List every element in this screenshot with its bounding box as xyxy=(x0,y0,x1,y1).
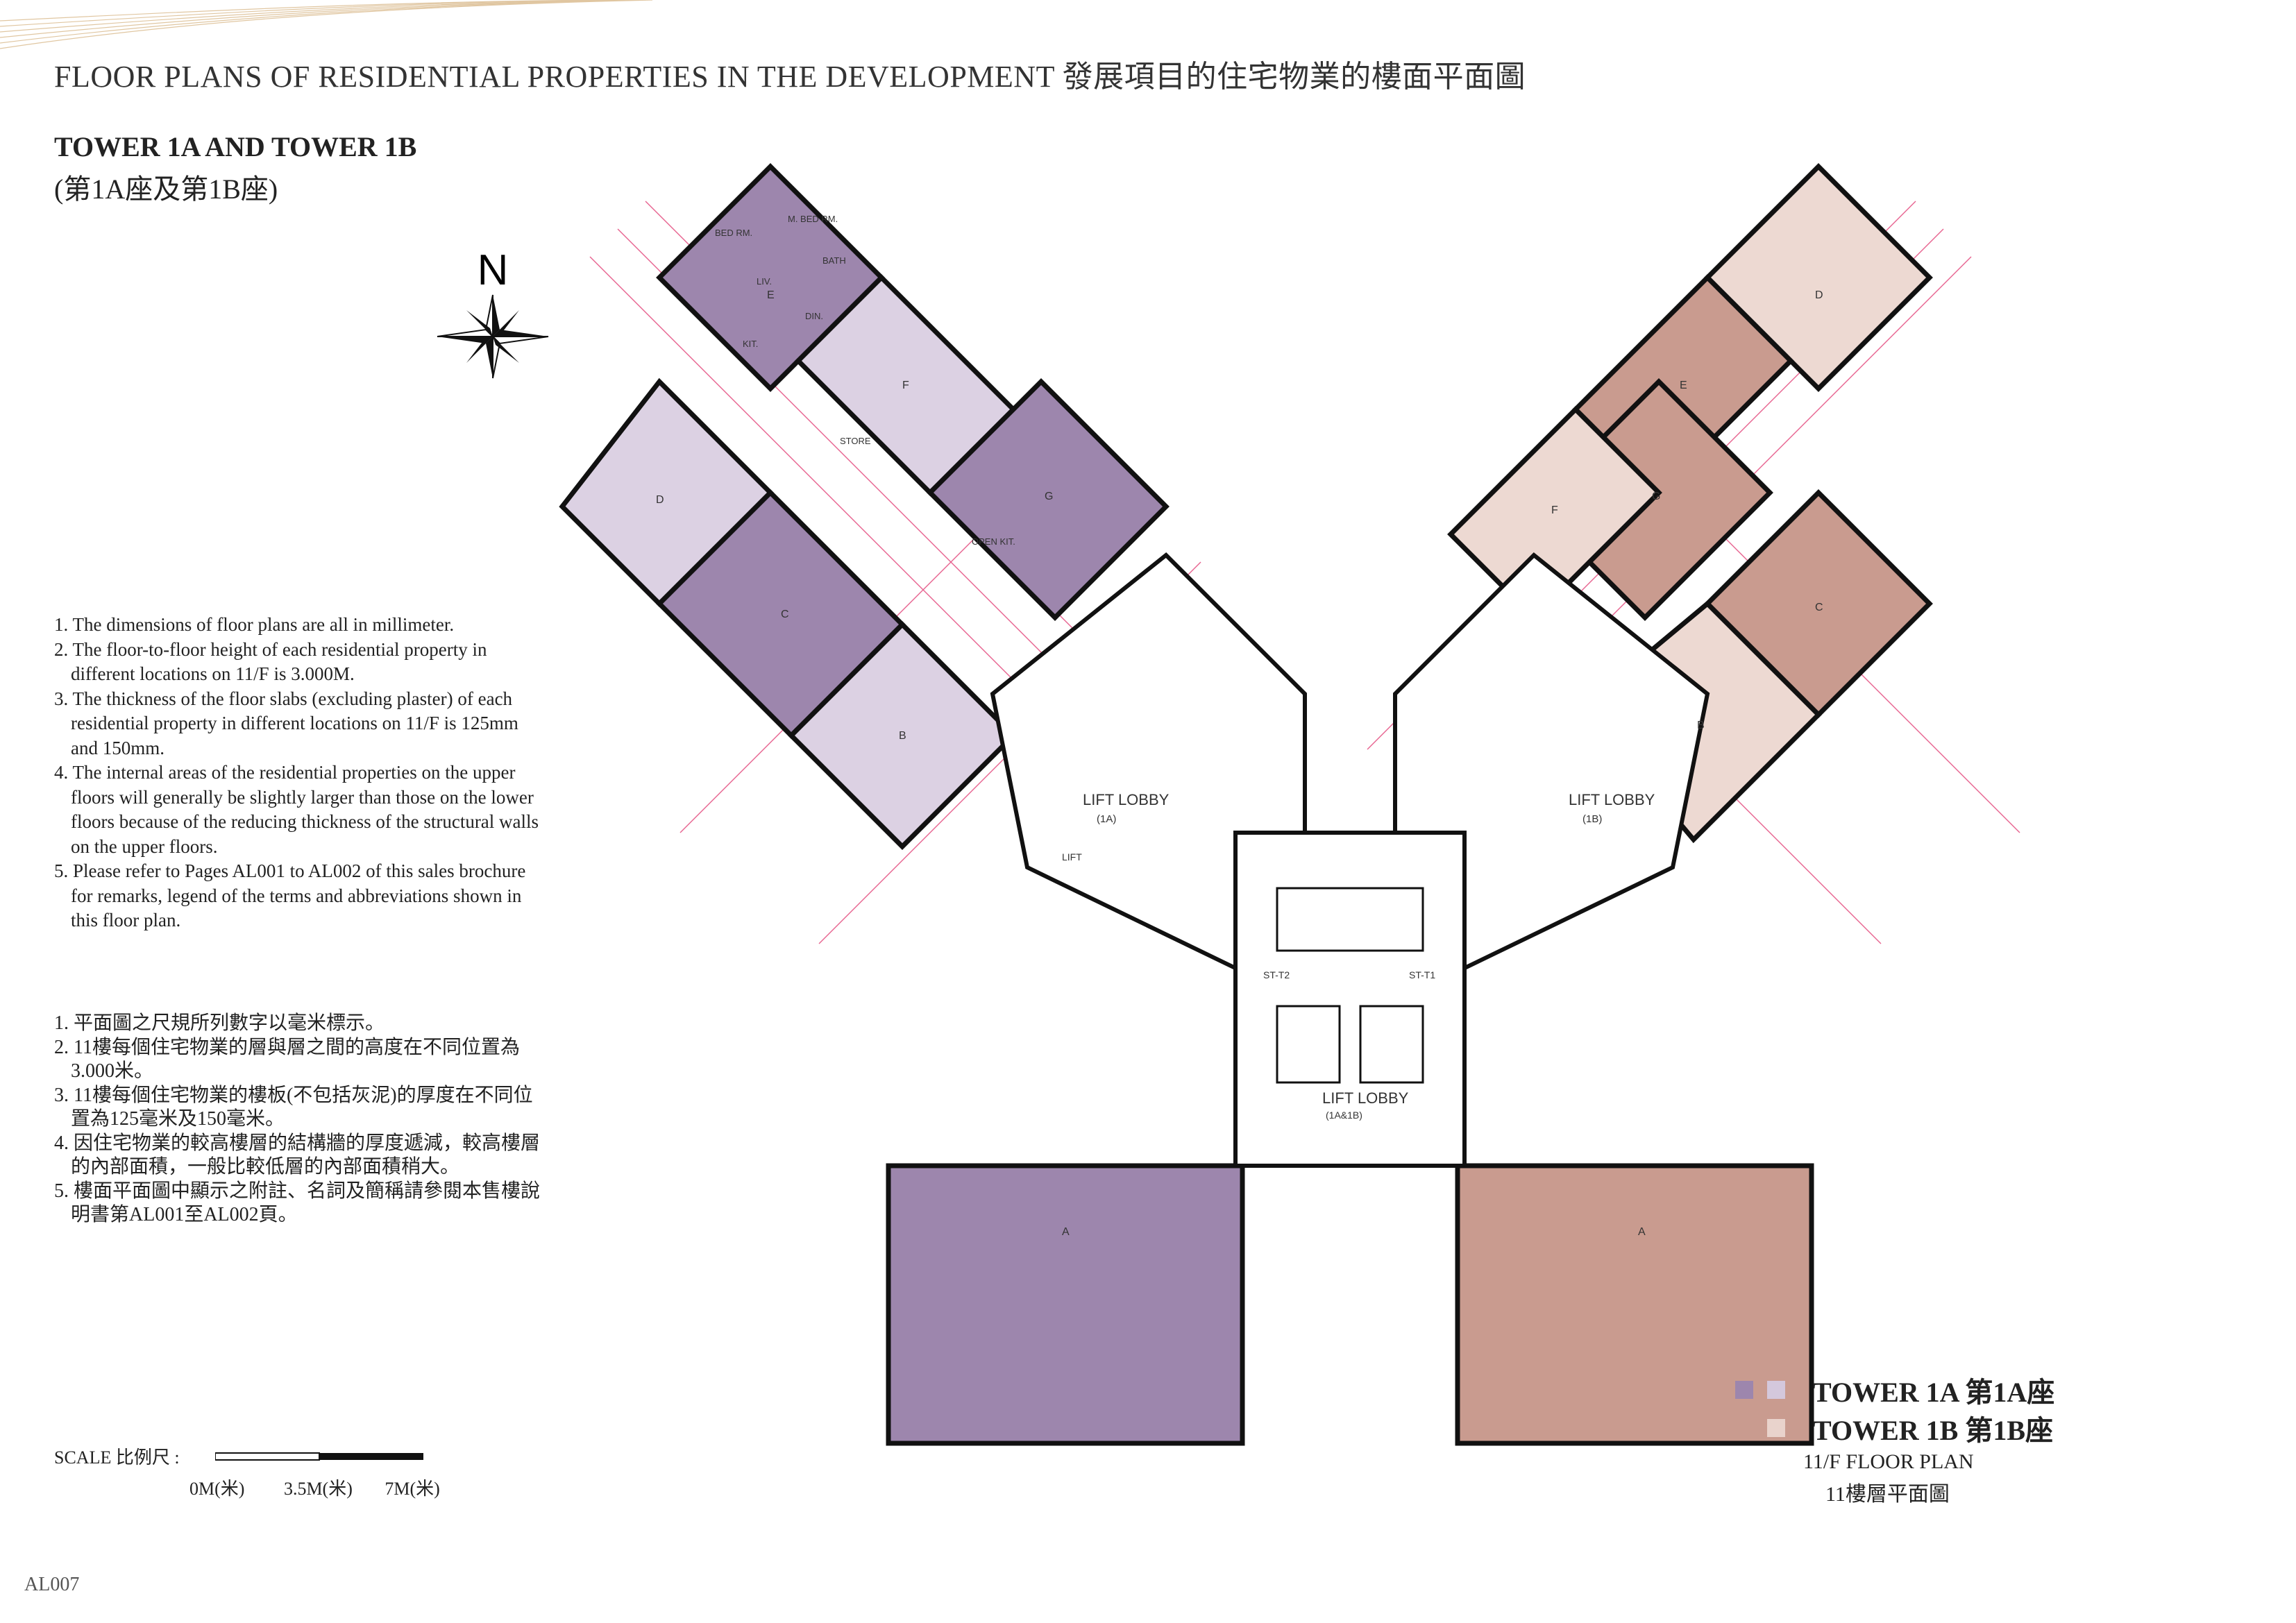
notes-english: 1. The dimensions of floor plans are all… xyxy=(54,613,540,933)
label-kit: KIT. xyxy=(743,339,758,349)
lobby-core-tag: (1A&1B) xyxy=(1326,1110,1362,1121)
lobby-core-label: LIFT LOBBY xyxy=(1322,1089,1409,1107)
tag-1a-d: D xyxy=(656,494,664,506)
legend-label-1a: TOWER 1A 第1A座 xyxy=(1813,1376,2055,1408)
lobby-labels: LIFT LOBBY (1A) LIFT LOBBY (1B) LIFT LOB… xyxy=(1062,791,1655,1121)
legend-swatch-1b-dark xyxy=(1735,1418,1753,1437)
lobby-1b-label: LIFT LOBBY xyxy=(1569,791,1655,808)
legend-item-tower-1a: TOWER 1A 第1A座 xyxy=(1735,1370,2054,1409)
floor-plan-title-chinese: 11樓層平面圖 xyxy=(1825,1483,1950,1506)
tag-1b-a: A xyxy=(1638,1226,1646,1238)
label-bath: BATH xyxy=(822,255,846,266)
legend-swatch-1a-light xyxy=(1767,1380,1785,1399)
note-cn-3: 3. 11樓每個住宅物業的樓板(不包括灰泥)的厚度在不同位置為125毫米及150… xyxy=(54,1084,533,1130)
tag-1a-g: G xyxy=(1045,491,1053,502)
room-labels: LIV. M. BED RM. KIT. DIN. BATH BED RM. S… xyxy=(715,214,1015,547)
unit-1a-a xyxy=(886,1163,1245,1446)
label-store: STORE xyxy=(840,436,871,446)
lift-label: LIFT xyxy=(1062,851,1082,863)
tag-1b-e: E xyxy=(1680,380,1687,391)
floor-plan-title: 11/F FLOOR PLAN xyxy=(1803,1450,1974,1473)
note-en-1: 1. The dimensions of floor plans are all… xyxy=(54,614,455,635)
tower-1a-plan xyxy=(559,163,1245,1446)
tower-heading: TOWER 1A AND TOWER 1B xyxy=(54,131,417,162)
legend: TOWER 1A 第1A座 TOWER 1B 第1B座 xyxy=(1735,1370,2054,1447)
unit-tags-1b: D E F G C B A xyxy=(1551,289,1823,1238)
decorative-swoosh xyxy=(0,0,653,49)
tag-1b-g: G xyxy=(1652,491,1660,502)
tag-1a-c: C xyxy=(781,609,789,620)
central-core xyxy=(990,552,1710,1168)
scale-tick-7: 7M(米) xyxy=(385,1479,440,1499)
note-cn-5: 5. 樓面平面圖中顯示之附註、名詞及簡稱請參閱本售樓說明書第AL001至AL00… xyxy=(54,1180,541,1226)
tag-1b-b: B xyxy=(1697,720,1705,731)
scale-bar: SCALE 比例尺 : 0M(米) 3.5M(米) 7M(米) xyxy=(54,1443,440,1499)
scale-label: SCALE 比例尺 : xyxy=(54,1447,180,1468)
page-title: FLOOR PLANS OF RESIDENTIAL PROPERTIES IN… xyxy=(54,60,1526,94)
note-cn-4: 4. 因住宅物業的較高樓層的結構牆的厚度遞減，較高樓層的內部面積，一般比較低層的… xyxy=(54,1132,541,1178)
legend-label-1b: TOWER 1B 第1B座 xyxy=(1813,1414,2053,1446)
compass-north-label: N xyxy=(478,246,509,294)
notes-chinese: 1. 平面圖之尺規所列數字以毫米標示。 2. 11樓每個住宅物業的層與層之間的高… xyxy=(54,1012,540,1227)
unit-tags-1a: E F G D C B A xyxy=(656,289,1070,1238)
label-bed: BED RM. xyxy=(715,228,752,238)
tag-1a-e: E xyxy=(767,289,775,301)
scale-tick-0: 0M(米) xyxy=(189,1479,245,1499)
stair-label-2: ST-T1 xyxy=(1409,969,1435,980)
tag-1a-b: B xyxy=(899,730,906,742)
floor-plan-drawing: LIV. M. BED RM. KIT. DIN. BATH BED RM. S… xyxy=(559,163,2020,1446)
note-cn-1: 1. 平面圖之尺規所列數字以毫米標示。 xyxy=(54,1012,385,1034)
scale-tick-35: 3.5M(米) xyxy=(283,1479,353,1499)
unit-1b-a xyxy=(1455,1163,1814,1446)
label-din: DIN. xyxy=(805,311,823,321)
stair-label-1: ST-T2 xyxy=(1263,969,1290,980)
lobby-1b-tag: (1B) xyxy=(1582,813,1602,825)
note-en-5: 5. Please refer to Pages AL001 to AL002 … xyxy=(54,860,526,931)
note-en-2: 2. The floor-to-floor height of each res… xyxy=(54,638,487,685)
label-liv: LIV. xyxy=(757,276,772,287)
label-open-kit: OPEN KIT. xyxy=(972,536,1015,547)
legend-swatch-1b-light xyxy=(1767,1418,1785,1437)
note-en-3: 3. The thickness of the floor slabs (exc… xyxy=(54,688,518,758)
tag-1b-f: F xyxy=(1551,504,1558,516)
tag-1b-c: C xyxy=(1815,602,1823,613)
legend-swatch-1a-dark xyxy=(1735,1380,1753,1399)
note-en-4: 4. The internal areas of the residential… xyxy=(54,762,539,857)
label-mbed: M. BED RM. xyxy=(788,214,838,224)
unit-1a-g xyxy=(927,378,1170,621)
scale-graphic xyxy=(215,1452,423,1461)
lobby-1a-tag: (1A) xyxy=(1097,813,1116,825)
legend-item-tower-1b: TOWER 1B 第1B座 xyxy=(1735,1409,2054,1447)
tag-1a-a: A xyxy=(1062,1226,1070,1238)
tag-1a-f: F xyxy=(902,380,909,391)
tower-heading-chinese: (第1A座及第1B座) xyxy=(54,173,278,205)
tag-1b-d: D xyxy=(1815,289,1823,301)
scale-ticks: 0M(米) 3.5M(米) 7M(米) xyxy=(189,1475,440,1500)
lobby-1a-label: LIFT LOBBY xyxy=(1083,791,1170,808)
compass-icon: N xyxy=(437,246,549,379)
note-cn-2: 2. 11樓每個住宅物業的層與層之間的高度在不同位置為3.000米。 xyxy=(54,1036,520,1082)
page-number: AL007 xyxy=(24,1574,80,1595)
